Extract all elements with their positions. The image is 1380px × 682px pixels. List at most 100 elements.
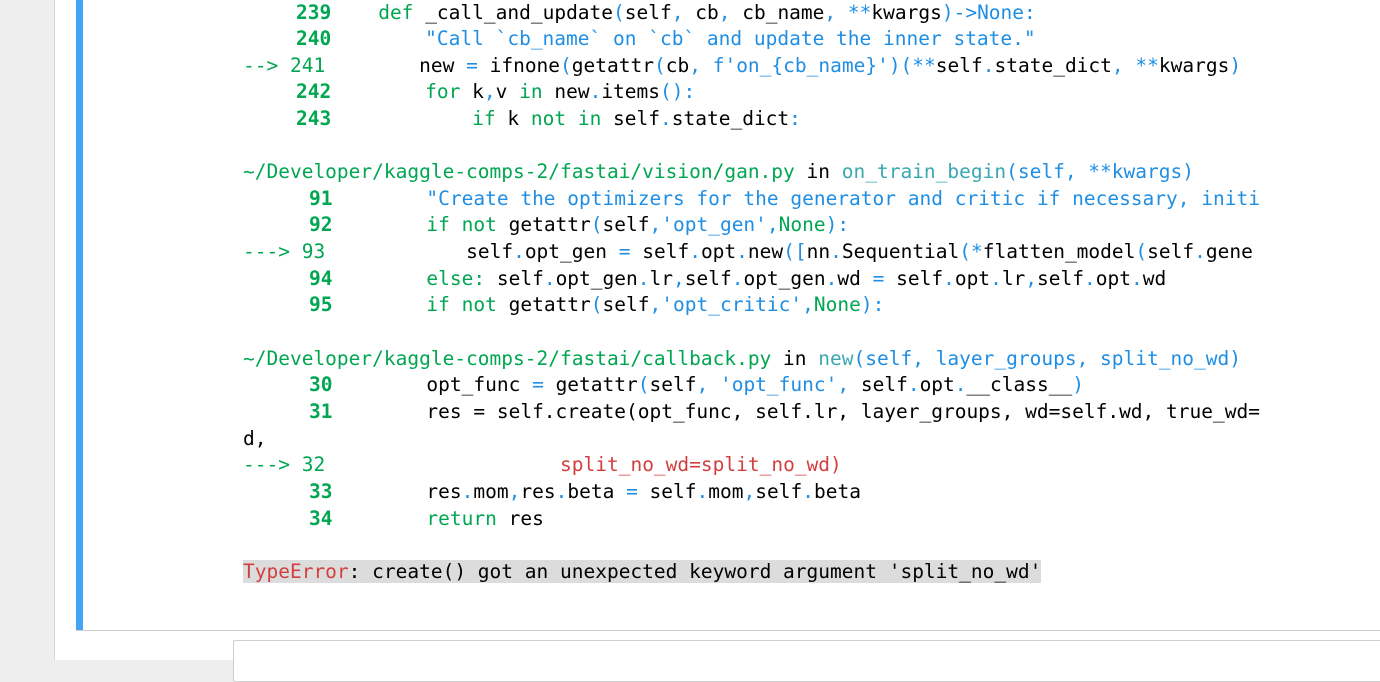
operator: = (618, 240, 631, 263)
keyword: None (778, 213, 826, 236)
punct: ([ (783, 240, 807, 263)
code-text: kwargs (1158, 54, 1230, 77)
code-text: getattr (496, 213, 591, 236)
punct: . (589, 80, 602, 103)
code-text: Sequential (841, 240, 960, 263)
error-highlight: TypeError: create() got an unexpected ke… (243, 560, 1042, 583)
code-text: cb (683, 1, 719, 24)
punct: , (649, 293, 662, 316)
punct: . (990, 267, 1002, 290)
punct: ( (590, 293, 603, 316)
code-text: mom (708, 480, 744, 503)
punct: . (1084, 267, 1096, 290)
punct: . (660, 107, 672, 130)
code-text: nn (806, 240, 831, 263)
code-text: wd (837, 267, 873, 290)
line-number: 91 (309, 187, 333, 210)
punct: ): (825, 213, 850, 236)
code-text: k (495, 107, 531, 130)
code-text: flatten_model (982, 240, 1136, 263)
punct: , (1025, 267, 1038, 290)
code-text: self (935, 54, 983, 77)
operator: = (532, 373, 544, 396)
keyword: if (472, 107, 496, 130)
string-literal: 'opt_critic' (661, 293, 803, 316)
code-text: d, (243, 427, 267, 450)
punct: , (743, 480, 756, 503)
code-line-240: 240 "Call `cb_name` on `cb` and update t… (296, 26, 1036, 52)
code-text: lr (649, 267, 673, 290)
operator: = (626, 480, 638, 503)
docstring: "Call `cb_name` on `cb` and update the i… (425, 27, 1036, 50)
keyword: return (426, 507, 497, 530)
punct: . (802, 480, 814, 503)
punct: , (649, 213, 662, 236)
output-cell[interactable] (76, 0, 1380, 631)
code-text: new (419, 54, 467, 77)
punct: , (483, 80, 496, 103)
code-text: beta (567, 480, 627, 503)
error-type: TypeError (243, 560, 349, 583)
code-text: new (747, 240, 784, 263)
code-line-241: --> 241 new = ifnone(getattr(cb, f'on_{c… (243, 53, 1241, 79)
punct: ) (1072, 373, 1084, 396)
code-text: res (496, 507, 544, 530)
code-text: beta (813, 480, 861, 503)
code-line-93: ---> 93 self.opt_gen = self.opt.new([nn.… (243, 239, 1253, 265)
code-text: self (602, 213, 650, 236)
code-text: state_dict (994, 54, 1112, 77)
code-text: opt_func (426, 373, 533, 396)
punct: . (1194, 240, 1206, 263)
line-number: 242 (296, 80, 332, 103)
punct: , (672, 267, 685, 290)
code-text (566, 107, 578, 130)
punct: . (954, 373, 967, 396)
punct: , (696, 373, 709, 396)
notebook-left-gutter (0, 0, 55, 660)
punct: , (766, 213, 779, 236)
line-number: 243 (296, 107, 332, 130)
error-message: : create() got an unexpected keyword arg… (348, 560, 1042, 583)
code-line-92: 92 if not getattr(self,'opt_gen',None): (309, 212, 849, 238)
line-number: 239 (296, 1, 332, 24)
traceback-frame-header-callback: ~/Developer/kaggle-comps-2/fastai/callba… (243, 346, 1241, 372)
punct: ( (590, 213, 603, 236)
code-text: in (771, 347, 819, 370)
line-number: 94 (309, 267, 333, 290)
punct: , (689, 54, 701, 77)
code-text: self (624, 1, 672, 24)
punct: (* (959, 240, 983, 263)
code-line-30: 30 opt_func = getattr(self, 'opt_func', … (309, 372, 1084, 398)
punct: . (943, 267, 955, 290)
current-line-arrow: --> (243, 54, 279, 77)
code-text: getattr (571, 54, 654, 77)
punct: , (824, 1, 837, 24)
code-text: self (1147, 240, 1195, 263)
code-line-239: 239 def _call_and_update(self, cb, cb_na… (296, 0, 1036, 26)
code-line-91: 91 "Create the optimizers for the genera… (309, 186, 1260, 212)
punct: ( (613, 1, 625, 24)
code-text: opt (1095, 267, 1131, 290)
code-text: new (542, 80, 590, 103)
line-number: 34 (309, 507, 333, 530)
operator: = (466, 54, 478, 77)
punct: , (718, 1, 731, 24)
code-line-243: 243 if k not in self.state_dict: (296, 106, 801, 132)
next-code-cell-input[interactable] (233, 640, 1380, 682)
code-text: getattr (543, 373, 638, 396)
punct: , (802, 293, 814, 316)
code-text: self (649, 373, 697, 396)
current-line-arrow: ---> (243, 240, 290, 263)
punct: . (736, 240, 748, 263)
punct: , (837, 373, 850, 396)
code-text: state_dict (671, 107, 790, 130)
code-text: opt_gen (743, 267, 826, 290)
code-text: self (1037, 267, 1085, 290)
code-text: opt_gen (524, 240, 619, 263)
code-text: v (495, 80, 520, 103)
keyword: if (426, 213, 450, 236)
code-text: self (630, 240, 690, 263)
function-args: (self, **kwargs) (1006, 160, 1194, 183)
keyword: in (519, 80, 543, 103)
line-number: 30 (309, 373, 333, 396)
